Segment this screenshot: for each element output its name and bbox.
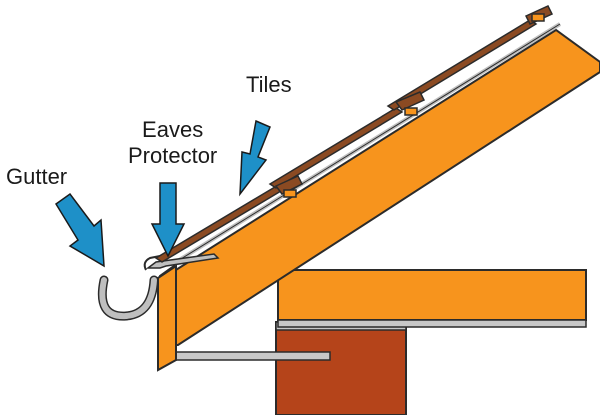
eaves-label-line2: Protector: [128, 143, 218, 168]
underlay: [174, 22, 562, 264]
tiles-label: Tiles: [246, 72, 292, 97]
wall: [275, 321, 407, 415]
tiles-arrow-icon: [239, 119, 271, 197]
eaves-protector: [143, 253, 220, 271]
gutter-label: Gutter: [6, 164, 68, 189]
eaves-label-line1: Eaves: [142, 117, 204, 142]
roof-tiles: [154, 5, 554, 263]
eaves-protector-arrow-icon: [150, 182, 186, 258]
gutter: [97, 275, 159, 321]
ceiling-joist: [277, 269, 587, 328]
gutter-arrow-icon: [54, 192, 105, 268]
fascia-board: [157, 264, 177, 372]
eaves-protector-label: Eaves Protector: [128, 117, 217, 169]
